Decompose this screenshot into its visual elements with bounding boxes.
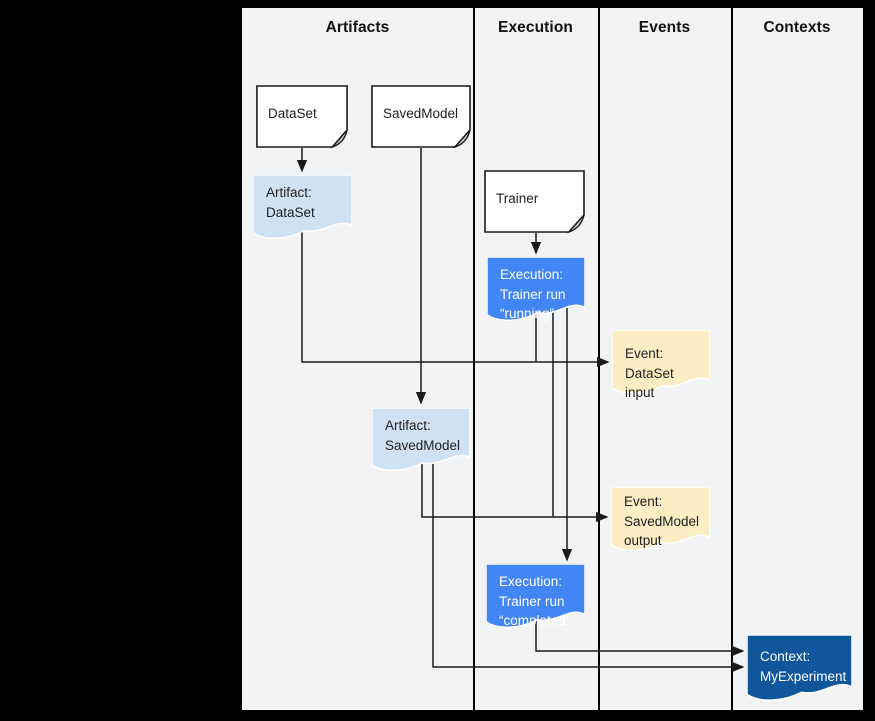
column-divider — [473, 8, 475, 710]
column-header-execution: Execution — [498, 19, 573, 36]
document-shape — [253, 175, 352, 243]
node-label: Context: MyExperiment — [760, 649, 847, 684]
node-execution-completed: Execution: Trainer run “completed” — [486, 564, 585, 632]
node-label: DataSet — [268, 105, 317, 121]
swimlane-diagram: Artifacts Execution Events Contexts — [242, 8, 863, 710]
node-event-dataset-input: Event: DataSet input — [612, 330, 710, 401]
column-header-events: Events — [638, 19, 691, 36]
column-header-contexts: Contexts — [763, 19, 831, 36]
note-shape — [484, 170, 585, 233]
node-label: Event: SavedModel output — [624, 494, 700, 549]
connector-lines — [296, 148, 745, 673]
column-divider — [731, 8, 733, 710]
node-dataset: DataSet — [256, 85, 348, 148]
document-shape — [611, 487, 710, 555]
document-shape — [372, 408, 470, 475]
document-shape — [487, 257, 585, 325]
node-execution-running: Execution: Trainer run “running” — [487, 257, 585, 325]
node-label: Artifact: SavedModel — [385, 418, 461, 453]
note-shape — [256, 85, 348, 148]
node-label: Event: DataSet input — [625, 346, 674, 401]
node-artifact-dataset: Artifact: DataSet — [253, 175, 352, 243]
document-shape — [612, 330, 710, 398]
node-event-savedmodel-output: Event: SavedModel output — [611, 487, 710, 555]
node-context-myexperiment: Context: MyExperiment — [747, 635, 852, 705]
node-label: Artifact: DataSet — [266, 185, 315, 220]
node-label: Execution: Trainer run “running” — [500, 267, 566, 322]
node-label: Trainer — [496, 190, 539, 206]
column-header-artifacts: Artifacts — [325, 19, 390, 36]
node-trainer: Trainer — [484, 170, 585, 233]
node-label: Execution: Trainer run “completed” — [499, 574, 571, 629]
node-label: SavedModel — [383, 105, 459, 121]
document-shape — [486, 564, 585, 632]
node-artifact-savedmodel: Artifact: SavedModel — [372, 408, 470, 475]
document-shape — [747, 635, 852, 705]
note-shape — [371, 85, 471, 148]
node-savedmodel: SavedModel — [371, 85, 471, 148]
